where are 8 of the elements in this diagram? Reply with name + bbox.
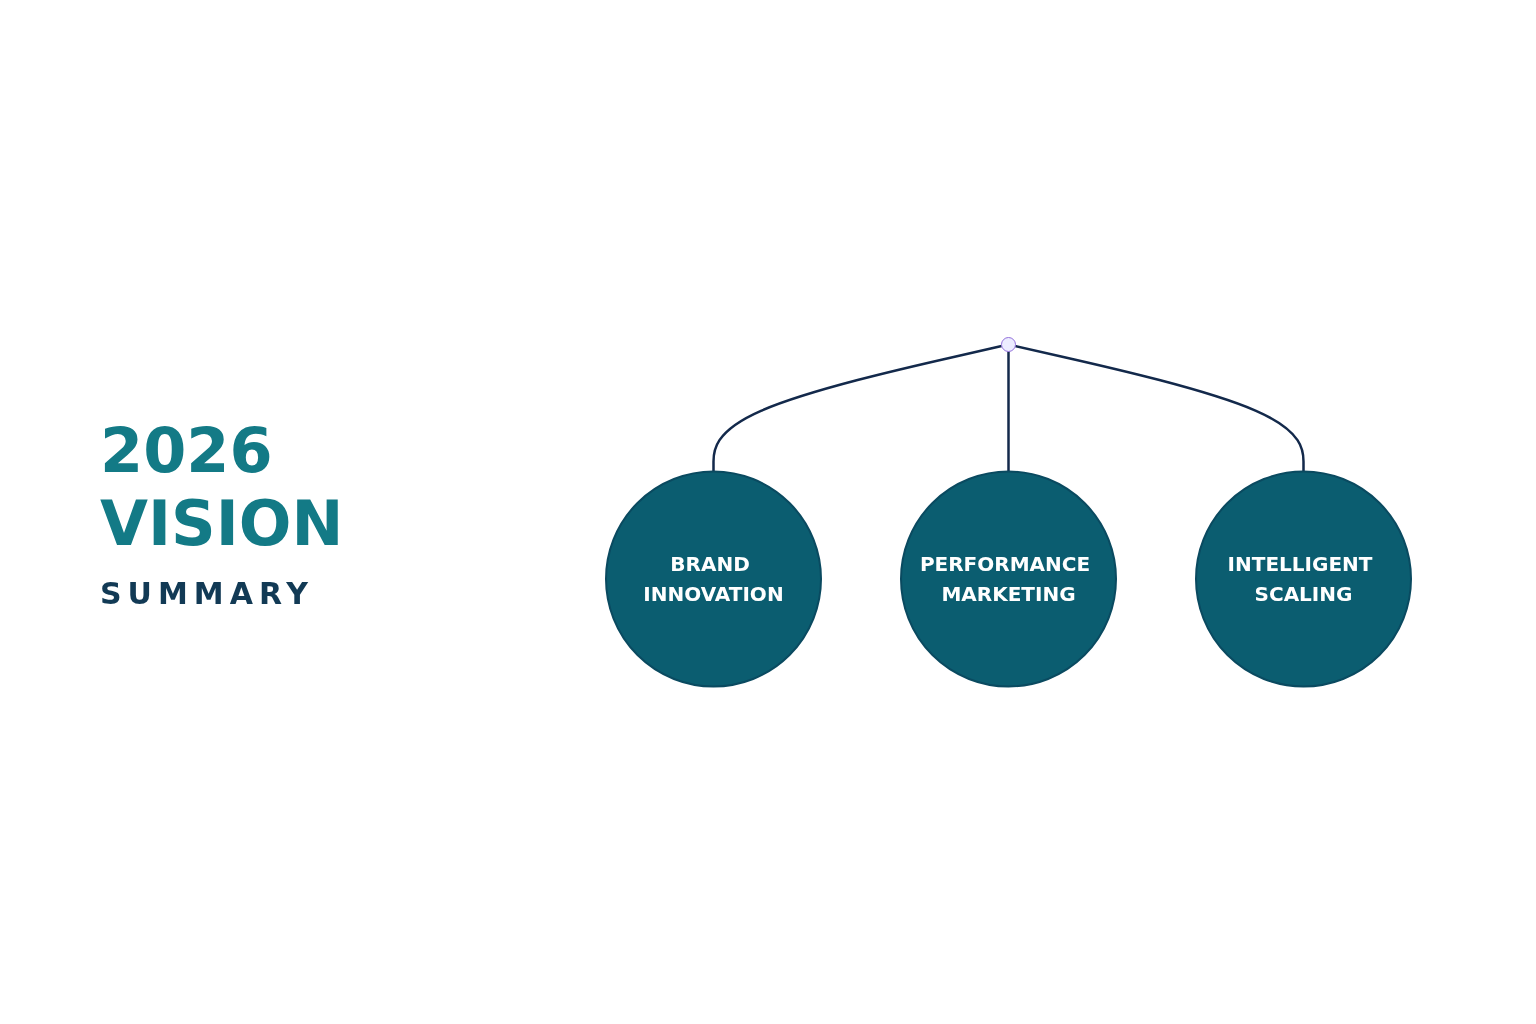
connector bbox=[711, 344, 1002, 472]
node-circle: BRAND INNOVATION bbox=[604, 470, 822, 688]
node-circle: INTELLIGENT SCALING bbox=[1194, 470, 1412, 688]
connector bbox=[1006, 351, 1010, 472]
title: 2026 VISION bbox=[100, 413, 345, 560]
subtitle: SUMMARY bbox=[100, 575, 316, 611]
connector bbox=[1014, 344, 1305, 472]
node-circle: PERFORMANCE MARKETING bbox=[899, 470, 1117, 688]
